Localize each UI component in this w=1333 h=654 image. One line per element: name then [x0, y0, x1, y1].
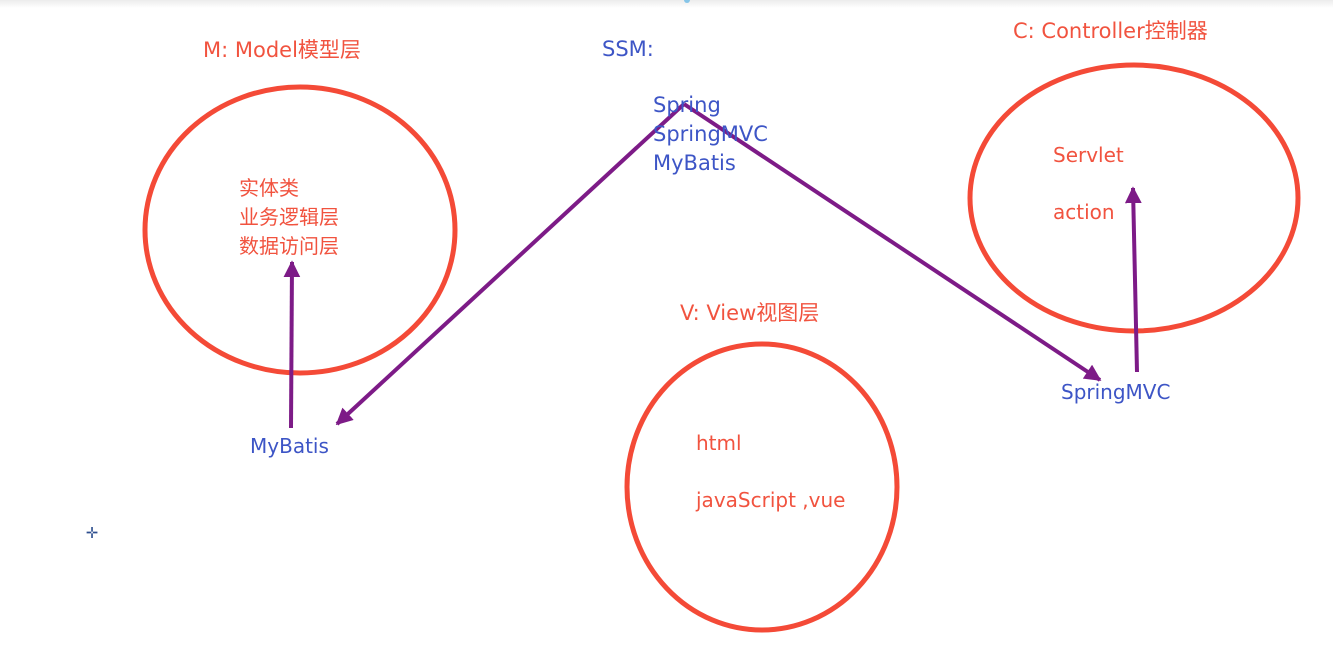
model-circle: [142, 84, 458, 376]
top-edge: [0, 0, 1333, 8]
model-item-business-logic: 业务逻辑层: [239, 205, 339, 229]
model-item-entity: 实体类: [239, 176, 299, 200]
model-title: M: Model模型层: [203, 38, 361, 62]
controller-items: Servlet action: [1053, 127, 1124, 241]
model-framework-label: MyBatis: [250, 434, 329, 458]
view-items: html javaScript ,vue: [696, 415, 845, 529]
arrow-ssm-to-mybatis: [335, 102, 686, 426]
ssm-item-mybatis: MyBatis: [653, 151, 736, 175]
controller-circle: [967, 62, 1301, 334]
model-item-data-access: 数据访问层: [239, 234, 339, 258]
arrow-springmvc-to-controller: [1124, 186, 1142, 373]
arrow-mybatis-to-model: [283, 260, 301, 429]
crosshair-cursor-icon: ✛: [85, 524, 99, 542]
view-item-javascript-vue: javaScript ,vue: [696, 488, 846, 512]
controller-item-action: action: [1053, 200, 1115, 224]
model-items: 实体类 业务逻辑层 数据访问层: [239, 174, 339, 261]
view-circle: [624, 341, 900, 633]
arrow-ssm-to-springmvc: [682, 102, 1102, 382]
view-item-html: html: [696, 431, 742, 455]
ssm-title: SSM:: [602, 37, 654, 61]
controller-item-servlet: Servlet: [1053, 143, 1124, 167]
view-title: V: View视图层: [680, 301, 820, 325]
ssm-item-springmvc: SpringMVC: [653, 122, 768, 146]
ssm-item-spring: Spring: [653, 93, 721, 117]
controller-title: C: Controller控制器: [1013, 19, 1208, 43]
ssm-items: Spring SpringMVC MyBatis: [653, 91, 768, 178]
controller-framework-label: SpringMVC: [1061, 380, 1171, 404]
top-edge-mark: [684, 0, 690, 3]
